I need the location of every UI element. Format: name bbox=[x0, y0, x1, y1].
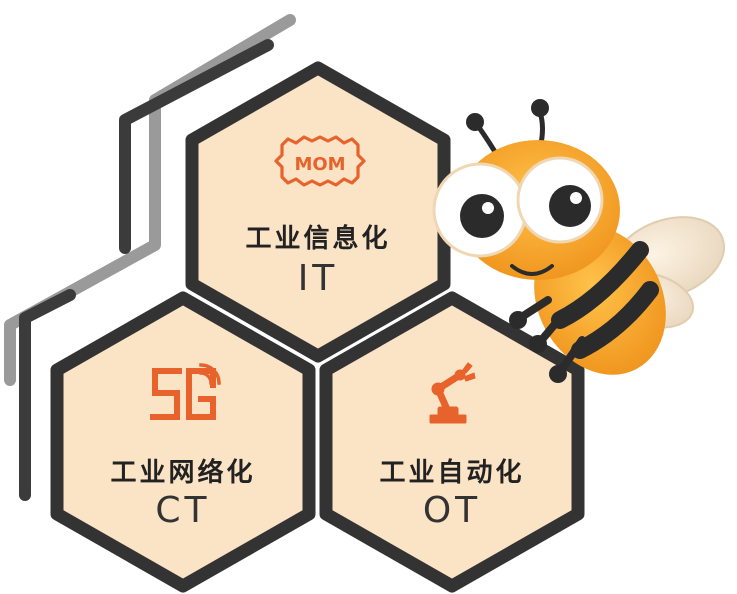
gear-mom-icon: MOM bbox=[274, 135, 366, 187]
hexagon-it bbox=[185, 61, 451, 363]
bee-mascot-icon bbox=[432, 99, 726, 383]
hexagon-it-abbr: IT bbox=[297, 258, 339, 299]
hexagon-ot-abbr: OT bbox=[422, 490, 482, 531]
circuit-lines bbox=[4, 14, 296, 501]
hexagon-ct-abbr: CT bbox=[155, 490, 211, 531]
mom-icon-text: MOM bbox=[294, 154, 345, 175]
hexagon-ct bbox=[50, 291, 316, 593]
hexagon-it-title: 工业信息化 bbox=[245, 224, 391, 254]
hexagon-ot-title: 工业自动化 bbox=[379, 458, 525, 488]
circuit-line-light bbox=[4, 14, 296, 386]
5g-icon bbox=[150, 363, 221, 420]
robot-arm-icon bbox=[429, 362, 476, 424]
hexagon-ot bbox=[319, 291, 585, 593]
circuit-line-dark-top bbox=[119, 39, 274, 254]
circuit-line-dark-left bbox=[19, 289, 76, 501]
hexagon-ct-title: 工业网络化 bbox=[110, 458, 256, 488]
